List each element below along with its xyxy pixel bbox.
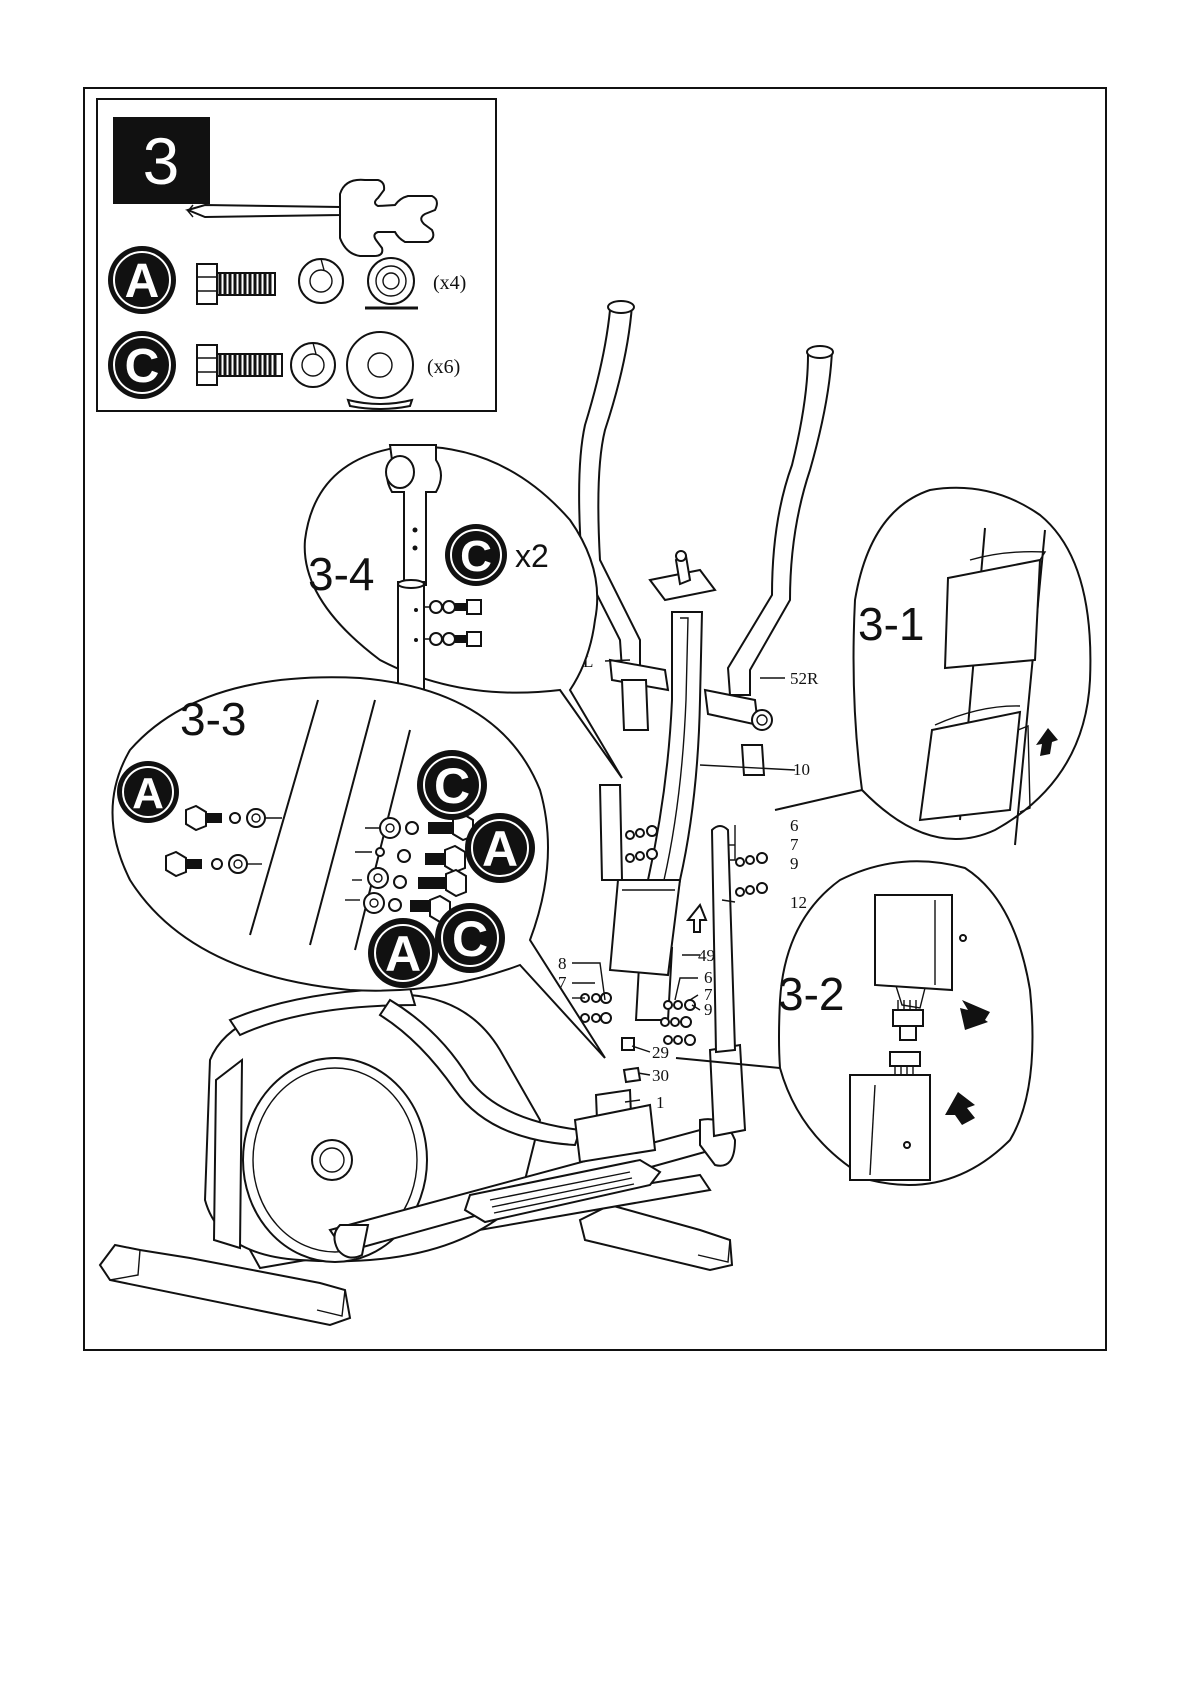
part-label-29: 29 — [652, 1043, 669, 1062]
spring-washer-icon — [291, 343, 335, 387]
detail-3-4-multiplier: x2 — [515, 538, 549, 574]
elliptical-machine — [100, 988, 745, 1325]
hardware-a-letter: A — [125, 255, 160, 308]
detail-3-3-badge-c-bottom: C — [452, 911, 488, 967]
flat-washer-icon — [365, 258, 418, 308]
detail-3-4-badge: C — [460, 532, 492, 581]
detail-3-3-badge-a-right: A — [482, 821, 518, 877]
part-label-9a: 9 — [790, 854, 799, 873]
part-label-9c: 9 — [704, 1000, 713, 1019]
part-label-7a: 7 — [790, 835, 799, 854]
part-label-52r: 52R — [790, 669, 819, 688]
detail-3-4-title: 3-4 — [308, 548, 374, 600]
part-label-10: 10 — [793, 760, 810, 779]
detail-3-3-title: 3-3 — [180, 693, 246, 745]
hardware-c-letter: C — [125, 340, 160, 393]
wrench-tool-icon — [188, 180, 437, 256]
detail-3-3-badge-a-bottom: A — [385, 926, 421, 982]
part-label-30: 30 — [652, 1066, 669, 1085]
hardware-c-quantity: (x6) — [427, 356, 460, 378]
bolt-c-icon — [197, 345, 282, 385]
detail-3-1: 3-1 — [775, 488, 1090, 845]
detail-3-3-badge-c-top: C — [434, 758, 470, 814]
spring-washer-icon — [299, 259, 343, 303]
hardware-a-quantity: (x4) — [433, 272, 466, 294]
step-number: 3 — [143, 124, 180, 198]
hardware-box: 3 A (x4) — [97, 99, 496, 411]
part-label-6a: 6 — [790, 816, 799, 835]
part-label-49: 49 — [698, 946, 715, 965]
detail-3-1-title: 3-1 — [858, 598, 924, 650]
large-washer-icon — [347, 332, 413, 409]
part-label-1: 1 — [656, 1093, 665, 1112]
part-label-8: 8 — [558, 954, 567, 973]
detail-3-3-badge-a-left: A — [132, 769, 164, 818]
bolt-a-icon — [197, 264, 275, 304]
detail-3-2-title: 3-2 — [778, 968, 844, 1020]
part-label-12: 12 — [790, 893, 807, 912]
